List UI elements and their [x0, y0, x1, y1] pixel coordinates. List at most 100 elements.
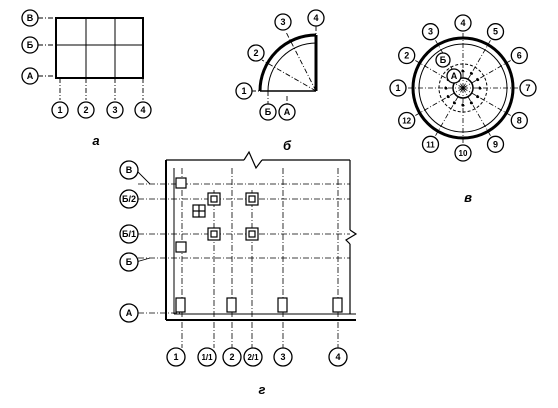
axis-bubble-row: В [119, 160, 139, 180]
axis-bubble-row: А [21, 67, 39, 85]
ring-node [446, 94, 450, 99]
axis-label: А [126, 308, 133, 318]
diagram-d-columns [175, 177, 343, 313]
axis-label: 2 [253, 48, 258, 58]
axis-bubble-col: 2/1 [243, 347, 263, 367]
ring-bubble: Б [435, 52, 451, 68]
axis-bubble-row: В [21, 9, 39, 27]
axis-label: 11 [426, 140, 435, 149]
axis-label: А [451, 71, 458, 81]
radial-bubble: 9 [486, 135, 505, 153]
axis-bubble-col: 1 [51, 101, 69, 119]
radial-spoke [413, 87, 464, 117]
axis-bubble-row: Б [21, 36, 39, 54]
diagram-a-grid [55, 17, 144, 79]
diagram-b-caption: б [283, 138, 292, 153]
axis-label: 4 [335, 352, 340, 362]
axis-label: 10 [459, 149, 468, 158]
radial-bubble: 4 [454, 14, 472, 32]
ring-node [469, 71, 474, 75]
diagram-a: В Б А 1 2 3 4 а [21, 9, 152, 148]
axis-label: 2 [404, 51, 409, 61]
axis-bubble-col: 4 [134, 101, 152, 119]
ring-node [452, 101, 457, 105]
radial-bubble: 1 [389, 79, 407, 97]
radial-bubble: 12 [398, 111, 416, 130]
radial-spoke [462, 87, 513, 117]
axis-bubble-col: 2 [77, 101, 95, 119]
radial-bubble: 11 [421, 135, 440, 153]
radial-bubble: 8 [510, 111, 528, 130]
axis-label: 1/1 [201, 353, 213, 362]
axis-label: 4 [313, 13, 318, 23]
axis-label: 2 [83, 105, 88, 115]
ring-node [461, 103, 465, 107]
axis-label: Б [126, 257, 133, 267]
axis-label: 5 [493, 27, 498, 37]
axis-label: Б/2 [122, 194, 136, 204]
ring-bubble: Б [259, 103, 277, 121]
axis-bubble-row: Б/2 [119, 189, 139, 209]
ring-node [476, 94, 480, 99]
axis-label: 9 [493, 139, 498, 149]
axis-bubble-col: 1/1 [197, 347, 217, 367]
diagram-c-caption: в [464, 190, 472, 205]
diagram-b-leaders [252, 26, 317, 104]
ring-bubble: А [446, 68, 462, 84]
axis-label: 12 [402, 117, 411, 126]
ring-bubble: А [278, 103, 296, 121]
axis-label: А [284, 107, 291, 117]
axis-label: 8 [517, 116, 522, 126]
diagram-b-arcs [258, 33, 318, 92]
axis-bubble-row: А [119, 303, 139, 323]
axis-bubble-col: 3 [106, 101, 124, 119]
axis-bubble-row: Б/1 [119, 224, 139, 244]
axis-bubble-row: Б [119, 252, 139, 272]
radial-spoke [462, 87, 492, 138]
radial-spoke [462, 38, 492, 89]
radial-spoke [434, 87, 464, 138]
axis-label: 6 [517, 51, 522, 61]
ring-node [469, 101, 474, 105]
ring-node [478, 86, 482, 90]
radial-bubble: 2 [247, 44, 265, 62]
axis-bubble-col: 3 [273, 347, 293, 367]
axis-label: 3 [280, 352, 285, 362]
diagram-d-walls [165, 150, 358, 321]
axis-label: 1 [57, 105, 62, 115]
radial-bubble: 5 [486, 23, 505, 41]
radial-spoke [413, 59, 464, 89]
axis-label: Б [27, 40, 34, 50]
ring-node [444, 86, 448, 90]
radial-bubble: 3 [421, 23, 440, 41]
ring-node [461, 69, 465, 73]
axis-bubble-col: 2 [222, 347, 242, 367]
axis-label: В [27, 13, 34, 23]
axis-label: 1 [241, 86, 246, 96]
axis-bubble-col: 4 [328, 347, 348, 367]
axis-label: Б/1 [122, 229, 136, 239]
axis-label: 3 [428, 27, 433, 37]
radial-bubble: 7 [519, 79, 537, 97]
axis-label: 2/1 [247, 353, 259, 362]
diagram-a-caption: а [92, 133, 99, 148]
axis-label: 1 [173, 352, 178, 362]
axis-label: 4 [140, 105, 145, 115]
radial-bubble: 3 [274, 13, 292, 31]
axis-label: 4 [460, 18, 465, 28]
radial-bubble: 4 [307, 9, 325, 27]
diagram-c-spokes [406, 31, 520, 145]
axis-label: 1 [395, 83, 400, 93]
radial-bubble: 10 [454, 144, 472, 162]
axis-label: А [27, 71, 34, 81]
radial-bubble: 6 [510, 46, 528, 65]
ring-node [476, 77, 480, 82]
diagram-d-axes [138, 168, 350, 348]
diagram-a-leaders [38, 17, 144, 100]
axis-label: Б [265, 107, 272, 117]
diagram-b: 1 2 3 4 Б А б [235, 9, 325, 153]
